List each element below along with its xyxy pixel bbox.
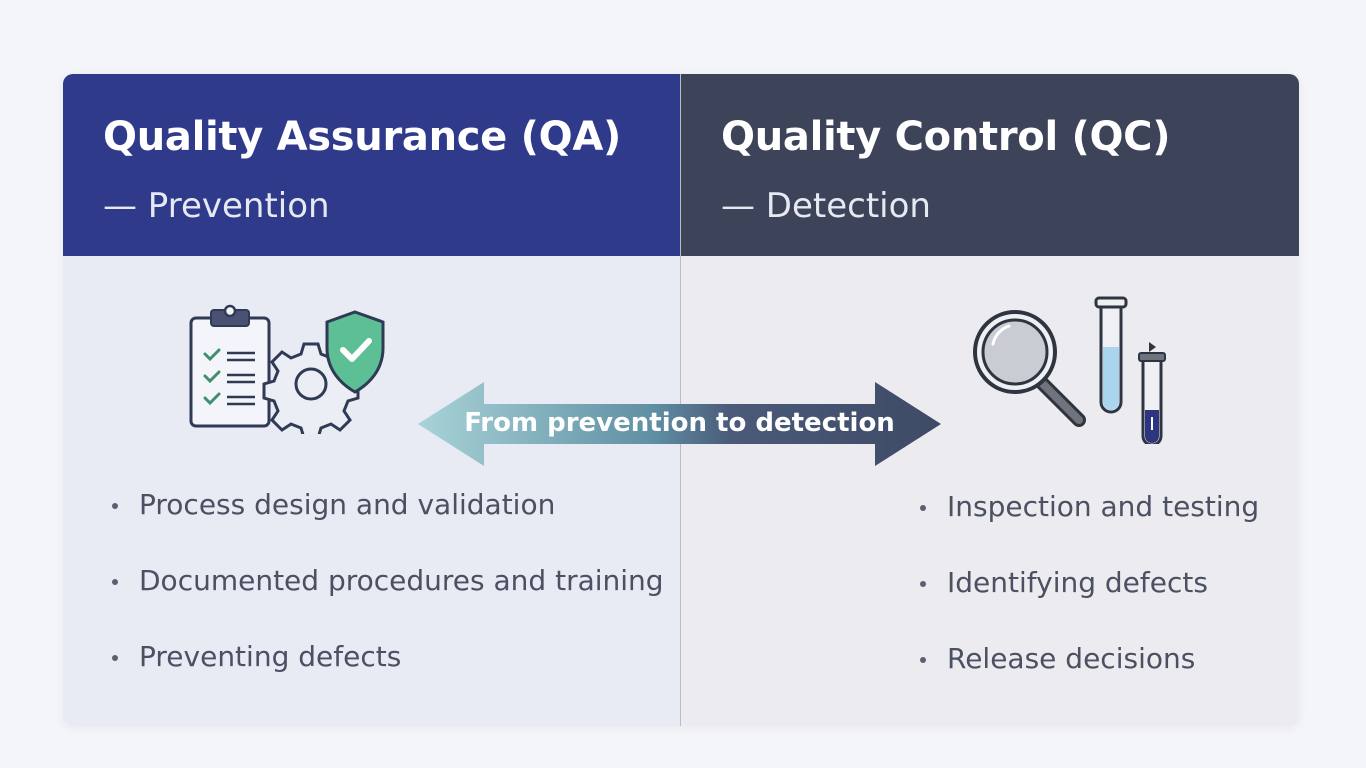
qa-bullet-list: Process design and validation Documented… xyxy=(107,488,664,716)
test-tube-icon xyxy=(1094,296,1166,444)
qa-bullet: Process design and validation xyxy=(107,488,664,564)
qc-header: Quality Control (QC) — Detection xyxy=(681,74,1299,256)
column-divider xyxy=(680,74,681,726)
bullet-dot-icon xyxy=(112,579,118,585)
qa-header: Quality Assurance (QA) — Prevention xyxy=(63,74,681,256)
comparison-card: Quality Assurance (QA) — Prevention xyxy=(63,74,1299,726)
qc-column: Quality Control (QC) — Detection xyxy=(681,74,1299,726)
qc-bullet: Release decisions xyxy=(915,642,1259,718)
bullet-dot-icon xyxy=(112,503,118,509)
qc-bullet: Identifying defects xyxy=(915,566,1259,642)
qc-bullet: Inspection and testing xyxy=(915,490,1259,566)
magnifier-test-tubes-icon xyxy=(973,296,1166,444)
qa-column: Quality Assurance (QA) — Prevention xyxy=(63,74,681,726)
qa-bullet: Documented procedures and training xyxy=(107,564,664,640)
bullet-dot-icon xyxy=(920,505,926,511)
clipboard-gear-shield-icon xyxy=(189,304,385,434)
qa-subtitle: — Prevention xyxy=(103,186,330,226)
qc-bullet-list: Inspection and testing Identifying defec… xyxy=(915,490,1259,718)
bullet-dot-icon xyxy=(920,581,926,587)
qa-title: Quality Assurance (QA) xyxy=(103,114,621,160)
arrow-label: From prevention to detection xyxy=(464,408,895,438)
shield-check-icon xyxy=(325,310,385,394)
qc-subtitle: — Detection xyxy=(721,186,931,226)
bullet-dot-icon xyxy=(920,657,926,663)
double-arrow-icon xyxy=(418,382,941,466)
magnifying-glass-icon xyxy=(973,310,1086,427)
bullet-dot-icon xyxy=(112,655,118,661)
qa-bullet: Preventing defects xyxy=(107,640,664,716)
clipboard-checklist-icon xyxy=(189,304,271,428)
qc-title: Quality Control (QC) xyxy=(721,114,1171,160)
